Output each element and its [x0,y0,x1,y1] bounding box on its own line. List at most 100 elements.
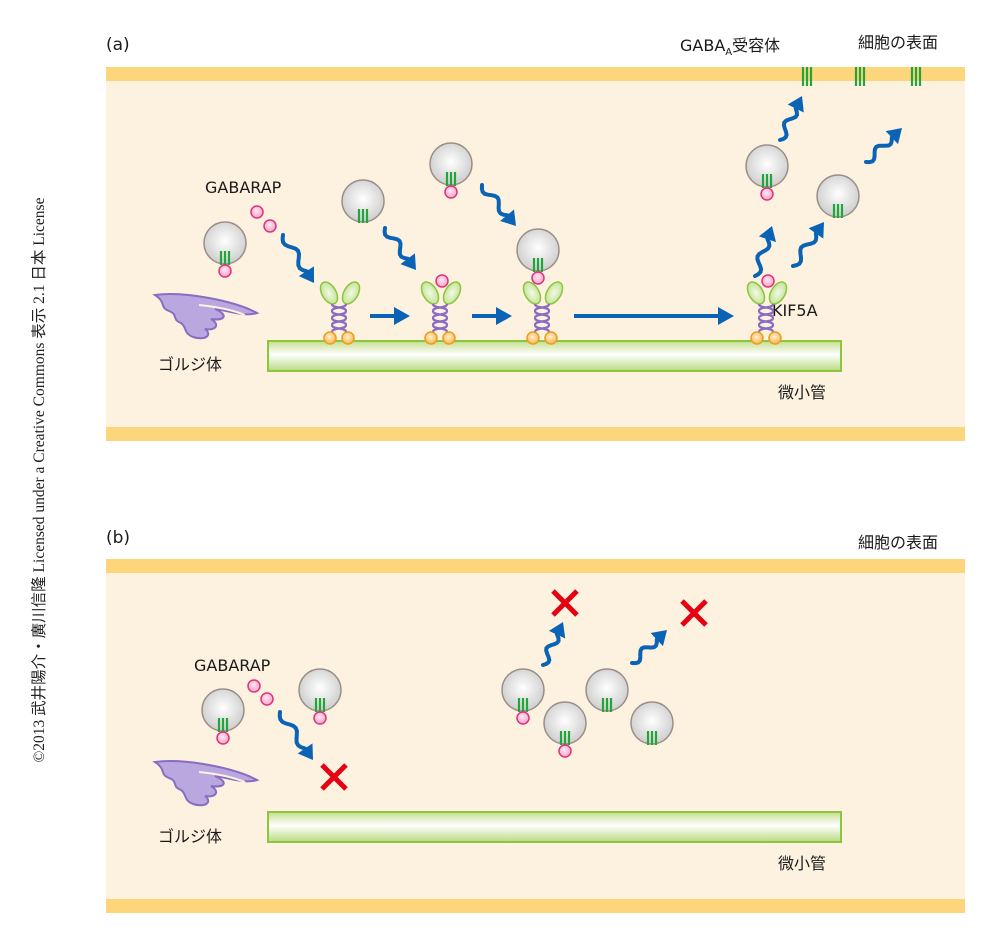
arrow-shaft [778,106,800,142]
arrow-head [400,253,416,270]
panel-a-label: (a) [106,35,130,55]
blocked-cross-icon [320,763,348,791]
vesicle-icon [501,668,545,725]
vesicle-receptor-icon [532,258,544,272]
vesicle-receptor-icon [601,698,613,712]
vesicle-receptor-icon [832,204,844,218]
gabarap-protein-icon [260,692,274,706]
kif5a-tail-domain [768,281,788,305]
arrow-shaft [791,231,819,268]
surface-receptors [801,67,922,86]
vesicle-icon [745,144,789,201]
gabarap-protein-icon [558,744,572,758]
vesicle-receptor-icon [646,731,658,745]
wavy-arrow-icon [791,222,824,268]
vesicle-icon [585,668,629,712]
gabarap-protein-icon [761,274,775,288]
vesicle-receptor-icon [517,698,529,712]
kif5a-coiled-coil [533,303,551,333]
kif5a-motor-domain [323,331,337,345]
golgi-apparatus-icon [152,760,260,807]
golgi-label-b: ゴルジ体 [158,827,222,846]
arrow-head [718,307,734,325]
golgi-highlight [198,771,246,783]
arrow-head [758,226,777,243]
kif5a-tail-domain [522,281,542,305]
blocked-cross-icon [680,599,708,627]
vesicle-receptor-icon [445,172,457,186]
kif5a-motor-domain [442,331,456,345]
arrow-shaft [541,632,561,667]
bottom-membrane-a [106,427,965,441]
vesicle-icon [630,701,674,745]
golgi-cisterna [152,293,260,340]
kif5a-label: KIF5A [772,301,818,320]
gabarap-protein-icon [247,679,261,693]
golgi-apparatus-icon [152,293,260,340]
kif5a-motor-domain [526,331,540,345]
gabarap-protein-icon [313,711,327,725]
transport-arrow-icon [574,307,734,325]
arrow-head [787,96,804,113]
wavy-arrow-icon [280,233,314,283]
blocked-cross-icon [551,589,579,617]
vesicle-icon [816,174,860,218]
wavy-arrow-icon [277,710,313,760]
arrow-head [650,630,667,647]
panel-b-label: (b) [106,528,130,548]
arrow-head [496,307,512,325]
vesicle-icon [516,228,560,285]
gabarap-label-a: GABARAP [205,178,282,197]
vesicle-icon [429,142,473,199]
cross-stroke [320,763,348,791]
gabarap-protein-icon [216,731,230,745]
surface-receptor-icon [801,67,813,86]
cytoplasm-b [106,573,965,899]
kif5a-motor-icon [522,281,564,345]
wavy-arrow-icon [382,226,416,270]
microtubule-a [267,340,842,372]
golgi-label-a: ゴルジ体 [158,355,222,374]
golgi-cisterna [152,760,260,807]
arrow-shaft [479,183,510,218]
surface-receptor-icon [854,67,866,86]
cell-surface-membrane-a [106,67,965,81]
microtubule-b [267,811,842,843]
vesicle-receptor-icon [219,251,231,265]
vesicle-icon [341,179,385,223]
arrow-head [500,209,516,226]
vesicle-receptor-icon [761,174,773,188]
arrow-head [298,266,314,283]
arrow-head [808,222,824,239]
vesicle-icon [298,668,342,725]
bottom-membrane-b [106,899,965,913]
kif5a-tail-domain [420,281,440,305]
kif5a-coiled-coil [757,303,775,333]
kif5a-tail-domain [341,281,361,305]
kif5a-coiled-coil [431,303,449,333]
kif5a-tail-domain [319,281,339,305]
vesicle-receptor-icon [357,209,369,223]
gabarap-protein-icon [263,219,277,233]
wavy-arrow-icon [541,622,566,667]
cell-surface-membrane-b [106,559,965,573]
vesicle-icon [201,688,245,745]
cell-surface-label-b: 細胞の表面 [858,533,938,552]
kif5a-motor-icon [420,274,462,345]
kif5a-motor-domain [341,331,355,345]
kif5a-motor-icon [319,281,361,345]
kif5a-motor-domain [424,331,438,345]
microtubule-label-a: 微小管 [778,383,826,402]
vesicle-icon [543,701,587,758]
kif5a-motor-domain [750,331,764,345]
wavy-arrow-icon [778,96,804,142]
gabarap-protein-icon [516,711,530,725]
arrow-shaft [630,637,659,666]
kif5a-motor-domain [544,331,558,345]
arrow-head [297,743,313,760]
arrow-shaft [753,237,772,278]
vesicle-icon [203,221,247,278]
arrow-shaft [277,710,308,751]
